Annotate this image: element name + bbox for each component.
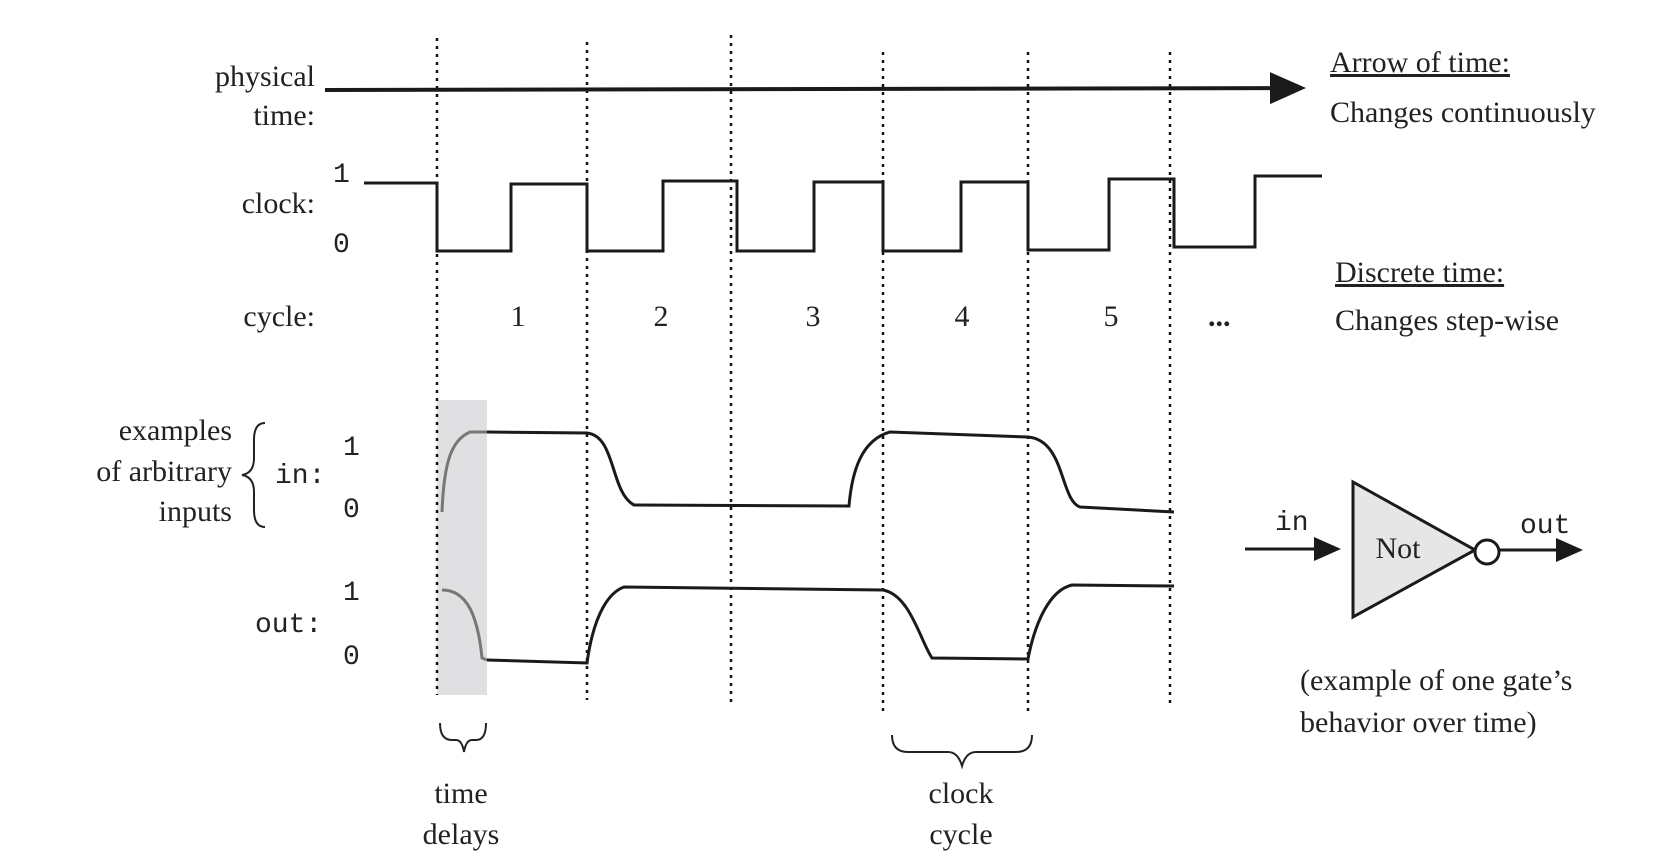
- cycle-number: 1: [511, 300, 526, 333]
- gate-caption-line2: behavior over time): [1300, 706, 1537, 739]
- not-gate-bubble: [1473, 538, 1501, 566]
- physical-time-label-line1: physical: [215, 60, 315, 93]
- gate-input-label: in: [1275, 508, 1309, 539]
- cycle-number: 2: [654, 300, 669, 333]
- time-delay-shading: [437, 400, 487, 695]
- arrow-of-time-heading: Arrow of time:: [1330, 46, 1510, 79]
- in-label: in:: [275, 461, 325, 492]
- clock-low-label: 0: [333, 230, 350, 261]
- cycle-number: 4: [955, 300, 970, 333]
- out-waveform: [486, 583, 1175, 665]
- in-delay-curve: [440, 430, 487, 513]
- clock-cycle-caption-line: clock: [929, 777, 994, 810]
- clock-high-label: 1: [333, 160, 350, 191]
- out-label: out:: [255, 610, 322, 641]
- not-gate-illustration: in Not out: [1245, 479, 1583, 620]
- in-low-label: 0: [343, 495, 360, 526]
- physical-time-arrow: [324, 72, 1306, 105]
- cycle-number: 3: [806, 300, 821, 333]
- inputs-brace: [241, 422, 266, 528]
- clock-cycle-caption-line: cycle: [929, 818, 992, 851]
- physical-time-label-line2: time:: [253, 99, 315, 132]
- cycle-label: cycle:: [243, 300, 315, 333]
- gate-name: Not: [1376, 532, 1422, 565]
- clock-label: clock:: [242, 187, 315, 220]
- continuous-description: Changes continuously: [1330, 96, 1596, 129]
- clock-waveform: [364, 174, 1322, 253]
- gate-caption-line1: (example of one gate’s: [1300, 664, 1572, 697]
- time-delays-caption-line: time: [434, 777, 487, 810]
- cycle-ellipsis: ...: [1208, 300, 1231, 333]
- inputs-annotation-line: of arbitrary: [96, 455, 232, 488]
- time-delays-brace: [439, 722, 487, 753]
- time-delays-caption-line: delays: [423, 818, 500, 851]
- discrete-time-heading: Discrete time:: [1335, 256, 1504, 289]
- stepwise-description: Changes step-wise: [1335, 304, 1559, 337]
- cycle-boundaries: [435, 35, 1172, 712]
- in-high-label: 1: [343, 433, 360, 464]
- in-waveform: [486, 430, 1175, 514]
- inputs-annotation-line: inputs: [159, 495, 232, 528]
- not-gate-triangle: [1351, 479, 1479, 620]
- out-high-label: 1: [343, 578, 360, 609]
- cycle-number: 5: [1104, 300, 1119, 333]
- out-low-label: 0: [343, 642, 360, 673]
- inputs-annotation-line: examples: [119, 414, 232, 447]
- gate-output-label: out: [1520, 511, 1570, 542]
- out-delay-curve: [441, 588, 488, 662]
- clock-cycle-brace: [891, 734, 1033, 770]
